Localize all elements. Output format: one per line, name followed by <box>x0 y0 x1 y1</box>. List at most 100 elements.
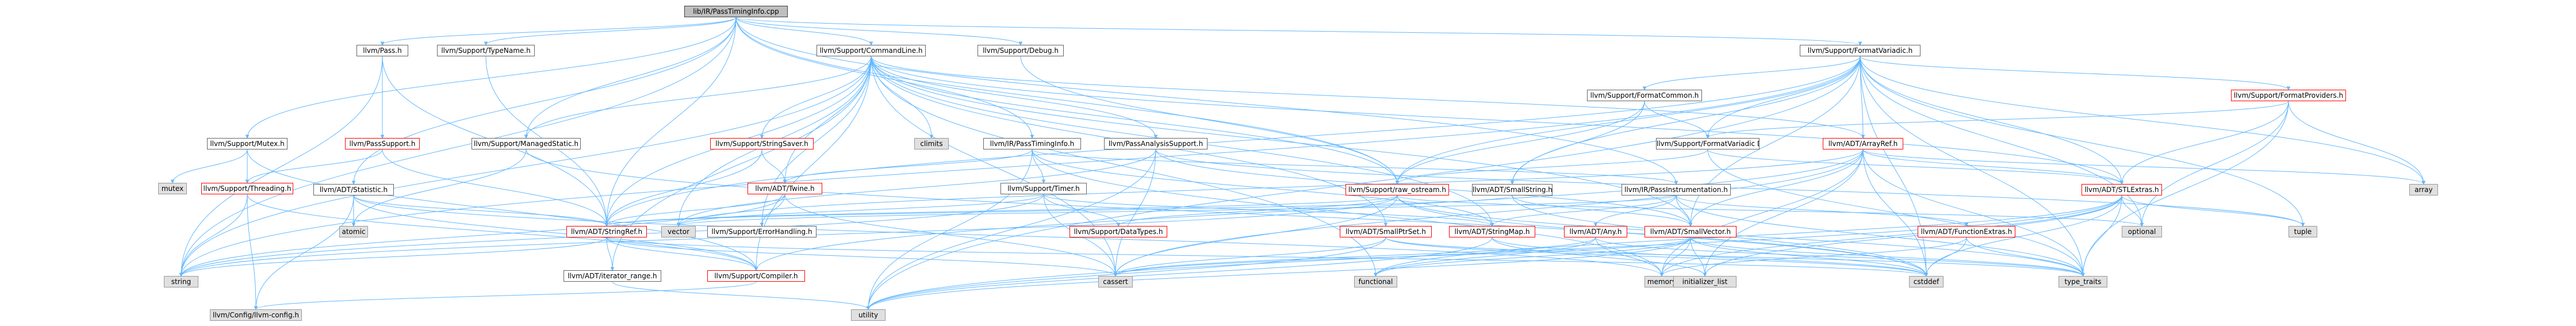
node-atomic: atomic <box>339 226 368 237</box>
node-stringmap[interactable]: llvm/ADT/StringMap.h <box>1449 226 1535 237</box>
edge-arrayref-to-initializer-list <box>1705 149 1864 276</box>
edge-commandline-to-twine <box>785 56 872 183</box>
edge-stlextras-to-tuple <box>2121 195 2303 226</box>
edge-llvm-pass-to-string <box>181 56 383 276</box>
node-llvm-pass[interactable]: llvm/Pass.h <box>356 45 408 56</box>
edge-root-to-passinstrumentation <box>735 17 1676 184</box>
edge-formatvariadic-to-tuple <box>1860 56 2303 226</box>
node-iterator-range[interactable]: llvm/ADT/iterator_range.h <box>564 270 661 282</box>
edge-debug-to-rawostream <box>1020 56 1397 184</box>
edge-root-to-formatvariadic <box>735 17 1860 45</box>
edge-smallvector-to-utility <box>868 237 1691 309</box>
edge-smallvector-to-initializer-list <box>1690 237 1705 276</box>
node-mutex-h[interactable]: llvm/Support/Mutex.h <box>207 138 288 149</box>
edge-stringsaver-to-twine <box>761 149 785 183</box>
edge-passtiminginfo-to-utility <box>868 149 1033 309</box>
node-passtiminginfo[interactable]: llvm/IR/PassTimingInfo.h <box>983 138 1081 149</box>
node-functionextras[interactable]: llvm/ADT/FunctionExtras.h <box>1918 226 2015 237</box>
edge-formatcommon-to-rawostream <box>1397 101 1645 184</box>
edge-threading-to-string <box>181 194 248 276</box>
node-threading[interactable]: llvm/Support/Threading.h <box>201 183 293 194</box>
edge-timer-to-vector <box>678 194 1044 226</box>
node-passsupport[interactable]: llvm/PassSupport.h <box>345 138 420 149</box>
node-formatproviders[interactable]: llvm/Support/FormatProviders.h <box>2231 90 2346 101</box>
node-optional: optional <box>2122 226 2162 237</box>
node-arrayref[interactable]: llvm/ADT/ArrayRef.h <box>1823 138 1903 149</box>
edge-formatvariadic-to-cstddef <box>1860 56 1926 276</box>
edge-arrayref-to-vector <box>678 149 1864 226</box>
node-passanalysissupport[interactable]: llvm/PassAnalysisSupport.h <box>1104 138 1208 149</box>
node-statistic[interactable]: llvm/ADT/Statistic.h <box>313 184 394 195</box>
node-climits: climits <box>914 138 949 149</box>
node-utility: utility <box>851 309 885 321</box>
edge-commandline-to-compiler <box>756 56 872 270</box>
edge-twine-to-cassert <box>784 194 1116 276</box>
node-vector: vector <box>661 226 696 237</box>
edge-statistic-to-stringref <box>353 195 607 226</box>
edge-functionextras-to-cstddef <box>1926 237 1967 276</box>
node-commandline[interactable]: llvm/Support/CommandLine.h <box>816 45 926 56</box>
edge-passinstrumentation-to-vector <box>678 195 1677 226</box>
edge-root-to-commandline <box>735 17 871 45</box>
edge-commandline-to-errorhandling <box>762 56 872 226</box>
edge-passinstrumentation-to-type-traits <box>1676 195 2083 276</box>
edge-passtiminginfo-to-passinstrumentation <box>1032 149 1676 184</box>
edge-root-to-typename <box>486 17 737 45</box>
edge-fvdetails-to-type-traits <box>1707 149 2083 276</box>
edge-passtiminginfo-to-timer <box>1032 149 1044 183</box>
node-twine[interactable]: llvm/ADT/Twine.h <box>747 183 822 194</box>
edge-passsupport-to-stringref <box>382 149 607 226</box>
edge-smallvector-to-cassert <box>1116 237 1691 276</box>
node-stringsaver[interactable]: llvm/Support/StringSaver.h <box>710 138 814 149</box>
edge-iterator-range-to-utility <box>612 281 868 309</box>
edge-formatvariadic-to-stlextras <box>1860 56 2122 184</box>
edge-passanalysissupport-to-vector <box>678 149 1156 226</box>
node-smallptrset[interactable]: llvm/ADT/SmallPtrSet.h <box>1340 226 1432 237</box>
edge-twine-to-stringref <box>607 194 785 226</box>
edge-twine-to-errorhandling <box>762 194 785 226</box>
edge-smallvector-to-functional <box>1376 237 1691 276</box>
edge-stlextras-to-initializer-list <box>1705 195 2122 276</box>
node-smallstring[interactable]: llvm/ADT/SmallString.h <box>1472 184 1552 195</box>
node-fvdetails[interactable]: llvm/Support/FormatVariadic Details.h <box>1656 138 1759 149</box>
edge-any-to-cassert <box>1116 237 1596 276</box>
edge-any-to-functional <box>1376 237 1596 276</box>
node-stringref[interactable]: llvm/ADT/StringRef.h <box>566 226 647 237</box>
node-rawostream[interactable]: llvm/Support/raw_ostream.h <box>1346 184 1449 195</box>
edge-smallptrset-to-cstddef <box>1385 237 1926 276</box>
node-llvm-config: llvm/Config/llvm-config.h <box>210 309 302 321</box>
node-stlextras[interactable]: llvm/ADT/STLExtras.h <box>2082 184 2162 195</box>
edge-stringsaver-to-stringref <box>607 149 762 226</box>
edge-passanalysissupport-to-utility <box>868 149 1156 309</box>
node-passinstrumentation[interactable]: llvm/IR/PassInstrumentation.h <box>1621 184 1731 195</box>
edge-commandline-to-string <box>181 56 872 276</box>
edge-twine-to-string <box>181 194 785 276</box>
edge-statistic-to-memory <box>353 195 1662 276</box>
node-typename[interactable]: llvm/Support/TypeName.h <box>437 45 535 56</box>
node-debug[interactable]: llvm/Support/Debug.h <box>977 45 1064 56</box>
edge-smallvector-to-type-traits <box>1690 237 2083 276</box>
edge-smallptrset-to-utility <box>868 237 1386 309</box>
node-errorhandling[interactable]: llvm/Support/ErrorHandling.h <box>707 226 816 237</box>
edge-functionextras-to-memory <box>1662 237 1967 276</box>
node-functional: functional <box>1354 276 1397 287</box>
node-datatypes[interactable]: llvm/Support/DataTypes.h <box>1070 226 1167 237</box>
node-formatcommon[interactable]: llvm/Support/FormatCommon.h <box>1587 90 1702 101</box>
edge-threading-to-llvm-config <box>247 194 256 309</box>
node-compiler[interactable]: llvm/Support/Compiler.h <box>707 270 805 282</box>
edge-root-to-debug <box>735 17 1021 45</box>
edge-rawostream-to-type-traits <box>1397 195 2083 276</box>
edge-arrayref-to-type-traits <box>1862 149 2083 276</box>
node-formatvariadic[interactable]: llvm/Support/FormatVariadic.h <box>1800 45 1920 56</box>
edge-arrayref-to-cassert <box>1116 149 1864 276</box>
edge-passinstrumentation-to-stringmap <box>1492 195 1677 226</box>
edge-formatvariadic-to-formatproviders <box>1860 56 2288 90</box>
edge-any-to-type-traits <box>1595 237 2083 276</box>
node-smallvector[interactable]: llvm/ADT/SmallVector.h <box>1644 226 1736 237</box>
node-any[interactable]: llvm/ADT/Any.h <box>1564 226 1627 237</box>
edge-formatproviders-to-type-traits <box>2083 101 2289 276</box>
node-timer[interactable]: llvm/Support/Timer.h <box>1000 183 1087 194</box>
node-managedstatic[interactable]: llvm/Support/ManagedStatic.h <box>471 138 581 149</box>
edge-fvdetails-to-rawostream <box>1397 149 1708 184</box>
